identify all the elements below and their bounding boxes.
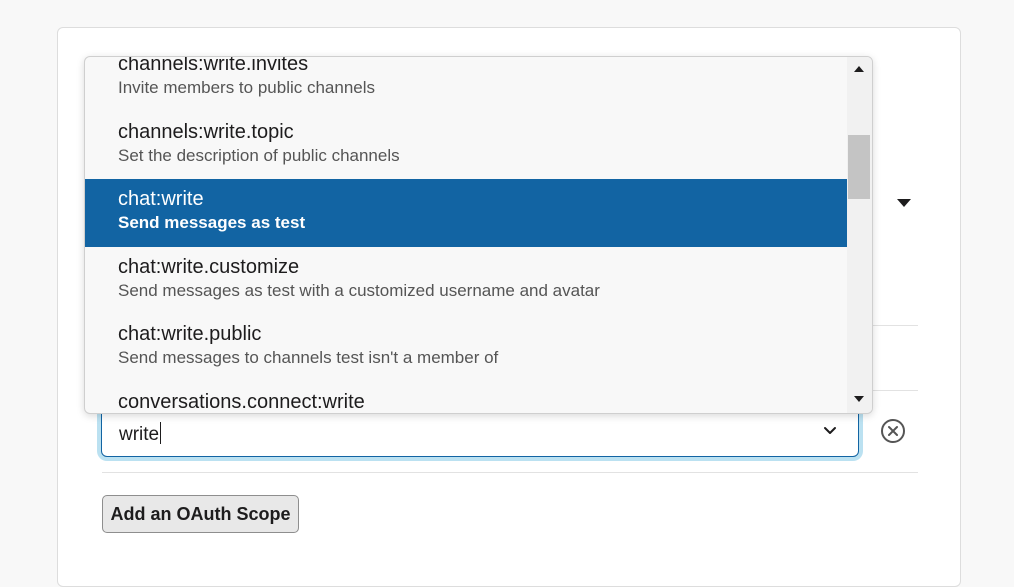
remove-circle-x-icon[interactable]: [880, 418, 906, 444]
scope-option-name: chat:write.public: [118, 323, 262, 345]
scope-option-name: channels:write.topic: [118, 120, 294, 143]
chevron-down-icon[interactable]: [822, 422, 838, 438]
scope-option-description: Send messages to channels test isn't a m…: [118, 348, 499, 367]
scroll-down-arrow-icon[interactable]: [854, 396, 864, 402]
text-cursor: [160, 422, 162, 444]
scope-option-name: chat:write: [118, 188, 204, 210]
add-oauth-scope-button[interactable]: Add an OAuth Scope: [102, 495, 299, 533]
scope-search-text: write: [119, 424, 160, 445]
scope-option-description: Invite members to public channels: [118, 78, 376, 97]
scope-option-description: Set the description of public channels: [118, 145, 400, 165]
caret-down-icon[interactable]: [897, 199, 911, 207]
scope-search-value[interactable]: write: [119, 422, 162, 446]
scope-option-name: channels:write.invites: [118, 56, 309, 75]
scope-option[interactable]: conversations.connect:write: [85, 382, 847, 414]
scroll-up-arrow-icon[interactable]: [854, 66, 864, 72]
scope-option-description: Send messages as test: [118, 213, 306, 232]
scope-search-input[interactable]: write: [101, 407, 859, 457]
scope-option-description: Send messages as test with a customized …: [118, 280, 600, 300]
scope-option-name: conversations.connect:write: [118, 390, 365, 413]
scroll-thumb[interactable]: [848, 135, 870, 199]
scope-option-name: chat:write.customize: [118, 255, 300, 278]
scope-row-divider: [102, 472, 918, 473]
dropdown-scrollbar[interactable]: [847, 57, 872, 413]
